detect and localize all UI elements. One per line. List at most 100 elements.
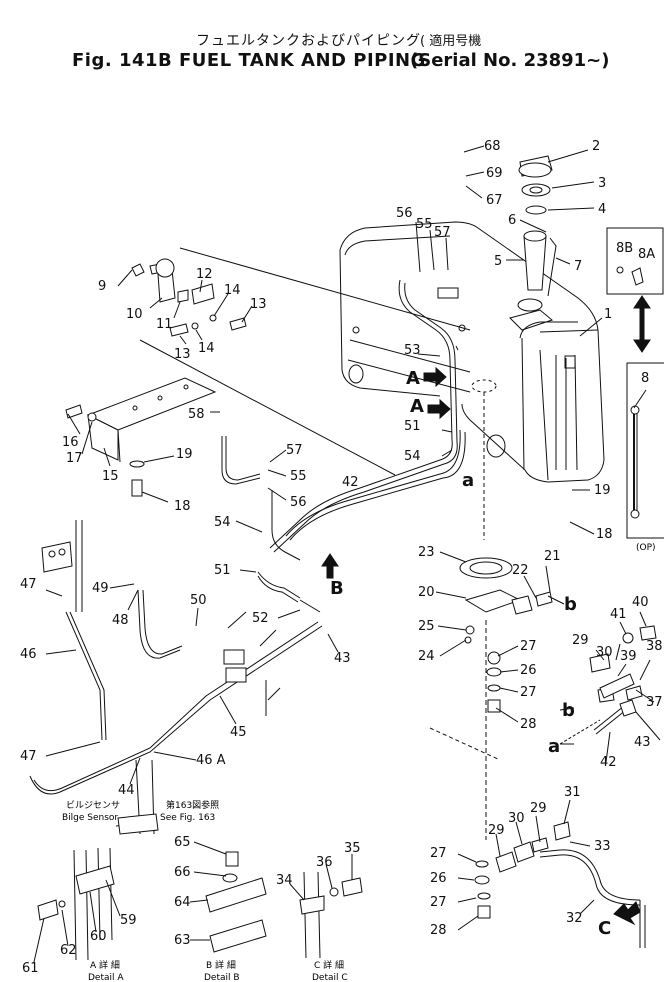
view-mark-a-lower-2: a	[548, 736, 560, 757]
callout-2: 2	[592, 139, 600, 154]
callout-56-top: 56	[396, 206, 413, 221]
callout-8: 8	[641, 371, 649, 386]
callout-46a: 46 A	[196, 753, 226, 768]
bilge-sensor-label: Bilge Sensor	[62, 813, 118, 823]
callout-57: 57	[286, 443, 303, 458]
callout-4: 4	[598, 202, 606, 217]
title-japanese: フュエルタンクおよびパイピング	[196, 33, 421, 49]
view-mark-b-lower: b	[562, 700, 575, 721]
callout-29-right: 29	[572, 633, 589, 648]
callout-18-right: 18	[596, 527, 613, 542]
callout-47-bottom: 47	[20, 749, 37, 764]
callout-29-lower-left: 29	[488, 823, 505, 838]
callout-28-a: 28	[520, 717, 537, 732]
callout-14-right: 14	[224, 283, 241, 298]
level-gauge	[606, 227, 664, 539]
callout-44: 44	[118, 783, 135, 798]
callout-54-top: 54	[404, 449, 421, 464]
frame-structure	[41, 520, 281, 835]
view-mark-b-lower-upper: b	[564, 594, 577, 615]
callout-54: 54	[214, 515, 231, 530]
callout-50: 50	[190, 593, 207, 608]
detail-c-jp: C 詳 細	[314, 959, 344, 971]
callout-15: 15	[102, 469, 119, 484]
callout-38: 38	[646, 639, 663, 654]
detail-b-label: Detail B	[204, 973, 240, 982]
callout-23: 23	[418, 545, 435, 560]
callout-40: 40	[632, 595, 649, 610]
callout-7: 7	[574, 259, 582, 274]
callout-18-left: 18	[174, 499, 191, 514]
view-mark-c: C	[598, 918, 611, 939]
callout-45: 45	[230, 725, 247, 740]
callout-36: 36	[316, 855, 333, 870]
callout-49: 49	[92, 581, 109, 596]
callout-10: 10	[126, 307, 143, 322]
callout-41: 41	[610, 607, 627, 622]
part-callouts: 2 3 4 6 5 7 1 8 8B 8A (OP) 68 69 67 56 5…	[20, 139, 663, 982]
detail-b	[205, 851, 267, 953]
view-mark-a-lower-case: a	[462, 470, 474, 491]
callout-69: 69	[486, 166, 503, 181]
callout-51-top: 51	[404, 419, 421, 434]
callout-19-left: 19	[176, 447, 193, 462]
callout-42-right: 42	[600, 755, 617, 770]
callout-46: 46	[20, 647, 37, 662]
view-arrows	[321, 366, 641, 926]
callout-57-top: 57	[434, 225, 451, 240]
callout-58: 58	[188, 407, 205, 422]
figure-title: Fig. 141B FUEL TANK AND PIPING	[72, 50, 426, 71]
callout-30-lower: 30	[508, 811, 525, 826]
callout-42-upper: 42	[342, 475, 359, 490]
view-mark-a-upper: A	[406, 368, 420, 389]
callout-55: 55	[290, 469, 307, 484]
callout-14-left: 14	[198, 341, 215, 356]
callout-39: 39	[620, 649, 637, 664]
detail-a-label: Detail A	[88, 973, 124, 982]
callout-17: 17	[66, 451, 83, 466]
callout-52: 52	[252, 611, 269, 626]
detail-c	[299, 871, 363, 959]
callout-29-lower: 29	[530, 801, 547, 816]
callout-3: 3	[598, 176, 606, 191]
callout-53: 53	[404, 343, 421, 358]
callout-43-right: 43	[634, 735, 651, 750]
leader-lines	[33, 145, 661, 963]
callout-30-right: 30	[596, 645, 613, 660]
callout-51: 51	[214, 563, 231, 578]
callout-19-right: 19	[594, 483, 611, 498]
callout-64: 64	[174, 895, 191, 910]
detail-c-label: Detail C	[312, 973, 348, 982]
callout-22: 22	[512, 563, 529, 578]
callout-13-left: 13	[174, 347, 191, 362]
callout-67: 67	[486, 193, 503, 208]
callout-48: 48	[112, 613, 129, 628]
bracket-assembly	[65, 247, 471, 497]
callout-34: 34	[276, 873, 293, 888]
callout-26-a: 26	[520, 663, 537, 678]
callout-8b: 8B	[616, 241, 633, 256]
callout-62: 62	[60, 943, 77, 958]
sender-assembly	[459, 557, 553, 713]
valve-cluster	[474, 625, 657, 919]
callout-12: 12	[196, 267, 213, 282]
callout-60: 60	[90, 929, 107, 944]
callout-6: 6	[508, 213, 516, 228]
callout-43-left: 43	[334, 651, 351, 666]
callout-35: 35	[344, 841, 361, 856]
callout-59: 59	[120, 913, 137, 928]
callout-65: 65	[174, 835, 191, 850]
callout-28-b: 28	[430, 923, 447, 938]
callout-5: 5	[494, 254, 502, 269]
callout-11: 11	[156, 317, 173, 332]
callout-25: 25	[418, 619, 435, 634]
detail-b-jp: B 詳 細	[206, 959, 236, 971]
callout-63: 63	[174, 933, 191, 948]
callout-8a: 8A	[638, 247, 655, 262]
fuel-tank	[339, 221, 605, 540]
callout-27-c: 27	[430, 846, 447, 861]
valve-fittings	[131, 258, 247, 337]
view-mark-b: B	[330, 578, 344, 599]
callout-32: 32	[566, 911, 583, 926]
